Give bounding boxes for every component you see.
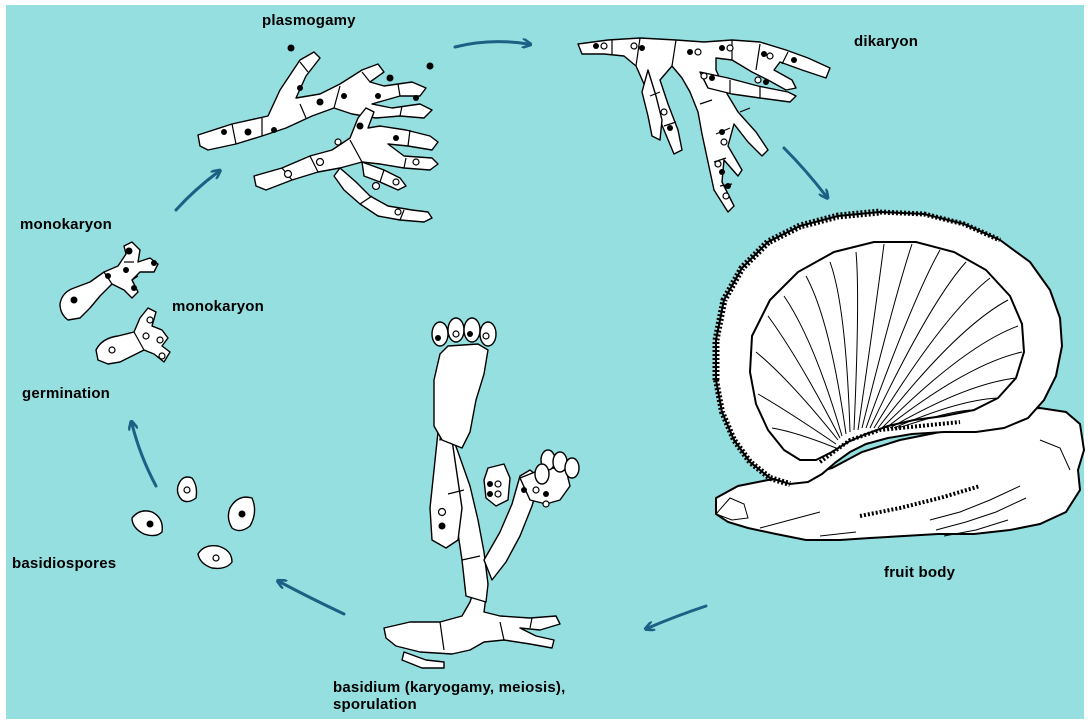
label-basidium-line2: sporulation — [333, 696, 417, 713]
basidiospores-group — [132, 477, 255, 568]
label-dikaryon: dikaryon — [854, 33, 918, 50]
arrow-plasmogamy-to-dikaryon — [455, 42, 528, 47]
arrow-monokaryon-to-plasmogamy — [176, 172, 218, 210]
label-basidiospores: basidiospores — [12, 555, 116, 572]
monokaryon-lower — [96, 308, 170, 364]
arrow-fruit-body-to-basidium — [648, 606, 706, 628]
label-basidium-line1: basidium (karyogamy, meiosis), — [333, 679, 565, 696]
basidia-cluster — [384, 318, 579, 668]
arrow-basidium-to-basidiospores — [280, 582, 344, 614]
arrow-basidiospores-to-germination — [132, 424, 156, 486]
label-fruit-body: fruit body — [884, 564, 955, 581]
fruit-body-mushroom — [716, 212, 1084, 540]
arrow-dikaryon-to-fruit-body — [784, 148, 826, 196]
label-plasmogamy: plasmogamy — [262, 12, 356, 29]
label-monokaryon-lower: monokaryon — [172, 298, 264, 315]
dikaryon-hyphae — [578, 38, 830, 212]
label-germination: germination — [22, 385, 110, 402]
monokaryon-upper — [60, 242, 158, 320]
plasmogamy-hyphae — [198, 45, 438, 223]
label-monokaryon-upper: monokaryon — [20, 216, 112, 233]
